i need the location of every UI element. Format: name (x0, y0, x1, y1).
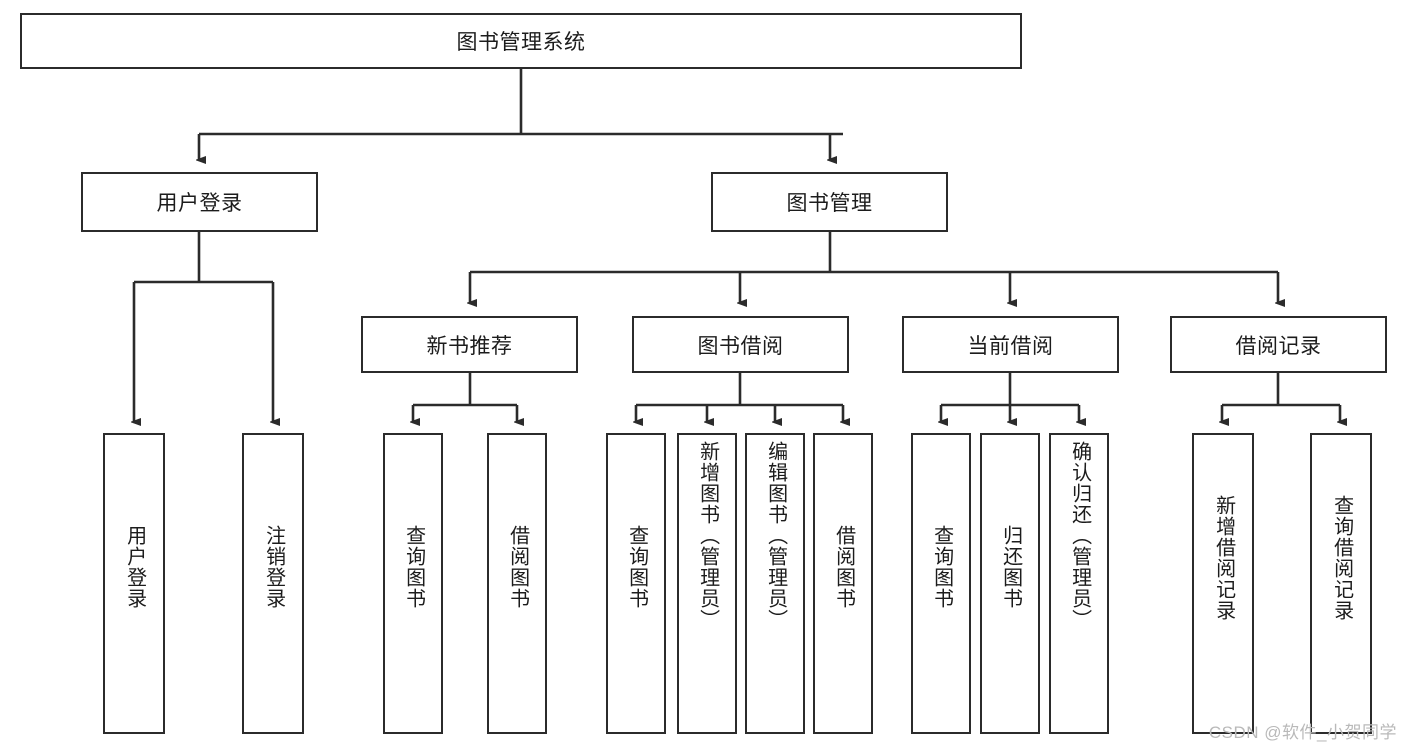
node-current-borrow[interactable]: 当前借阅 (902, 316, 1119, 373)
node-label: 确认归还（管理员） (1068, 441, 1091, 630)
node-user-login[interactable]: 用户登录 (81, 172, 318, 232)
node-new-book-recommendation[interactable]: 新书推荐 (361, 316, 578, 373)
node-label: 查询图书 (930, 525, 953, 609)
node-leaf-add-borrow-record[interactable]: 新增借阅记录 (1192, 433, 1254, 734)
node-leaf-confirm-return[interactable]: 确认归还（管理员） (1049, 433, 1109, 734)
node-label: 图书管理 (786, 192, 873, 215)
node-label: 用户登录 (123, 525, 146, 609)
node-leaf-logout[interactable]: 注销登录 (242, 433, 304, 734)
node-leaf-return-book[interactable]: 归还图书 (980, 433, 1040, 734)
node-label: 图书借阅 (697, 334, 784, 358)
node-leaf-borrow-book-rec[interactable]: 借阅图书 (487, 433, 547, 734)
node-label: 借阅记录 (1235, 334, 1322, 358)
csdn-watermark: CSDN @软件_小贺同学 (1208, 723, 1397, 742)
node-book-borrow[interactable]: 图书借阅 (632, 316, 849, 373)
node-label: 借阅图书 (506, 525, 529, 609)
node-label: 当前借阅 (967, 334, 1054, 358)
node-label: 图书管理系统 (456, 31, 586, 54)
node-leaf-borrow-book[interactable]: 借阅图书 (813, 433, 873, 734)
node-leaf-query-borrow-record[interactable]: 查询借阅记录 (1310, 433, 1372, 734)
node-label: 查询图书 (625, 525, 648, 609)
node-root-book-management-system[interactable]: 图书管理系统 (20, 13, 1022, 69)
node-leaf-query-book-current[interactable]: 查询图书 (911, 433, 971, 734)
node-leaf-edit-book[interactable]: 编辑图书（管理员） (745, 433, 805, 734)
node-leaf-user-login[interactable]: 用户登录 (103, 433, 165, 734)
node-label: 查询借阅记录 (1330, 495, 1353, 621)
node-borrow-record[interactable]: 借阅记录 (1170, 316, 1387, 373)
node-label: 注销登录 (262, 525, 285, 609)
node-leaf-query-book-rec[interactable]: 查询图书 (383, 433, 443, 734)
node-label: 新书推荐 (426, 334, 513, 358)
node-leaf-add-book[interactable]: 新增图书（管理员） (677, 433, 737, 734)
node-label: 新增图书（管理员） (696, 441, 719, 630)
node-label: 用户登录 (156, 192, 243, 215)
node-label: 新增借阅记录 (1212, 495, 1235, 621)
node-leaf-query-book-borrow[interactable]: 查询图书 (606, 433, 666, 734)
node-label: 归还图书 (999, 525, 1022, 609)
node-label: 查询图书 (402, 525, 425, 609)
node-label: 编辑图书（管理员） (764, 441, 787, 630)
node-label: 借阅图书 (832, 525, 855, 609)
node-book-management[interactable]: 图书管理 (711, 172, 948, 232)
